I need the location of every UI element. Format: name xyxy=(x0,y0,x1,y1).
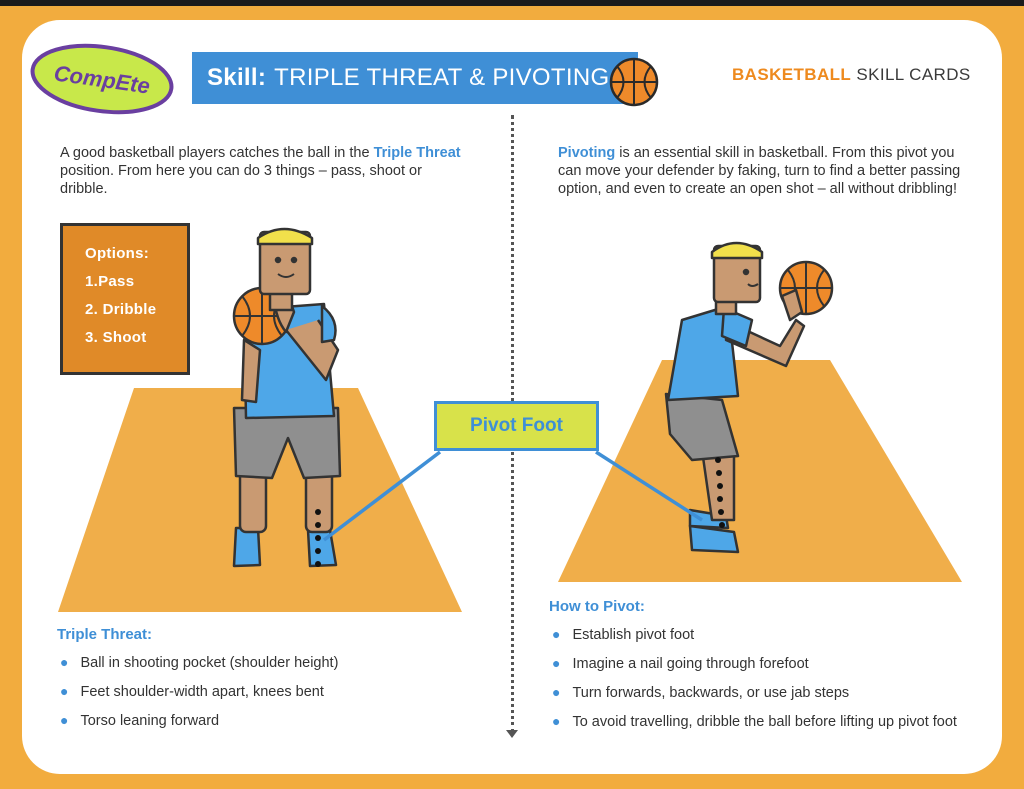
intro-text-2: position. From here you can do 3 things … xyxy=(60,163,422,197)
list-item: ● To avoid travelling, dribble the ball b… xyxy=(552,707,957,736)
triple-threat-title: Triple Threat: xyxy=(57,626,153,643)
left-pivot-dots xyxy=(315,509,321,567)
divider-arrow-icon xyxy=(506,730,518,738)
list-item-text: Turn forwards, backwards, or use jab ste… xyxy=(572,685,850,701)
list-item-text: Establish pivot foot xyxy=(572,627,695,643)
basketball-icon xyxy=(608,56,660,108)
list-item: ● Feet shoulder-width apart, knees bent xyxy=(60,677,338,706)
list-item-text: Imagine a nail going through forefoot xyxy=(572,656,809,672)
bullet-dot-icon: ● xyxy=(552,626,561,642)
compete-logo: CompEte xyxy=(30,40,178,118)
list-item-text: Ball in shooting pocket (shoulder height… xyxy=(80,655,339,671)
bullet-dot-icon: ● xyxy=(60,683,69,699)
bullet-dot-icon: ● xyxy=(60,712,69,728)
list-item-text: To avoid travelling, dribble the ball be… xyxy=(572,714,957,730)
pivot-foot-label: Pivot Foot xyxy=(434,401,599,451)
list-item: ● Establish pivot foot xyxy=(552,620,957,649)
options-title: Options: xyxy=(85,245,150,262)
right-court xyxy=(558,360,962,582)
bullet-dot-icon: ● xyxy=(552,655,561,671)
option-item: 2. Dribble xyxy=(85,301,157,318)
left-player xyxy=(232,227,342,568)
list-item: ● Imagine a nail going through forefoot xyxy=(552,649,957,678)
pivot-line-left xyxy=(322,450,442,542)
title-banner xyxy=(192,52,638,104)
pivoting-intro: Pivoting is an essential skill in basket… xyxy=(558,144,976,198)
bullet-dot-icon: ● xyxy=(60,654,69,670)
bullet-dot-icon: ● xyxy=(552,684,561,700)
illustration xyxy=(58,227,962,612)
how-to-pivot-list: ● Establish pivot foot ● Imagine a nail go… xyxy=(552,620,957,736)
page-title: Skill: TRIPLE THREAT & PIVOTING xyxy=(207,56,609,100)
list-item-text: Feet shoulder-width apart, knees bent xyxy=(80,684,324,700)
right-pivot-dots xyxy=(715,457,725,528)
skill-label: Skill: xyxy=(207,64,267,91)
triple-threat-list: ● Ball in shooting pocket (shoulder heigh… xyxy=(60,648,338,735)
bullet-dot-icon: ● xyxy=(552,713,561,729)
skill-card: CompEte Skill: TRIPLE THREAT & PIVOTING … xyxy=(22,20,1002,774)
list-item-text: Torso leaning forward xyxy=(80,713,220,729)
right-player xyxy=(664,241,834,554)
intro-text-1: A good basketball players catches the ba… xyxy=(60,145,374,161)
brand-rest: SKILL CARDS xyxy=(856,65,971,84)
options-box: Options: 1.Pass 2. Dribble 3. Shoot xyxy=(60,223,190,375)
list-item: ● Ball in shooting pocket (shoulder heigh… xyxy=(60,648,338,677)
option-item: 1.Pass xyxy=(85,273,135,290)
pivoting-text: is an essential skill in basketball. Fro… xyxy=(558,145,961,197)
pivot-line-right xyxy=(595,450,703,522)
brand-highlight: BASKETBALL xyxy=(732,65,852,84)
option-item: 3. Shoot xyxy=(85,329,147,346)
how-to-pivot-title: How to Pivot: xyxy=(549,598,645,615)
skill-title: TRIPLE THREAT & PIVOTING xyxy=(274,64,610,91)
pivoting-highlight: Pivoting xyxy=(558,145,616,161)
triple-threat-intro: A good basketball players catches the ba… xyxy=(60,144,470,198)
list-item: ● Torso leaning forward xyxy=(60,706,338,735)
intro-highlight: Triple Threat xyxy=(373,145,461,161)
brand-title: BASKETBALL SKILL CARDS xyxy=(732,65,971,85)
list-item: ● Turn forwards, backwards, or use jab st… xyxy=(552,678,957,707)
